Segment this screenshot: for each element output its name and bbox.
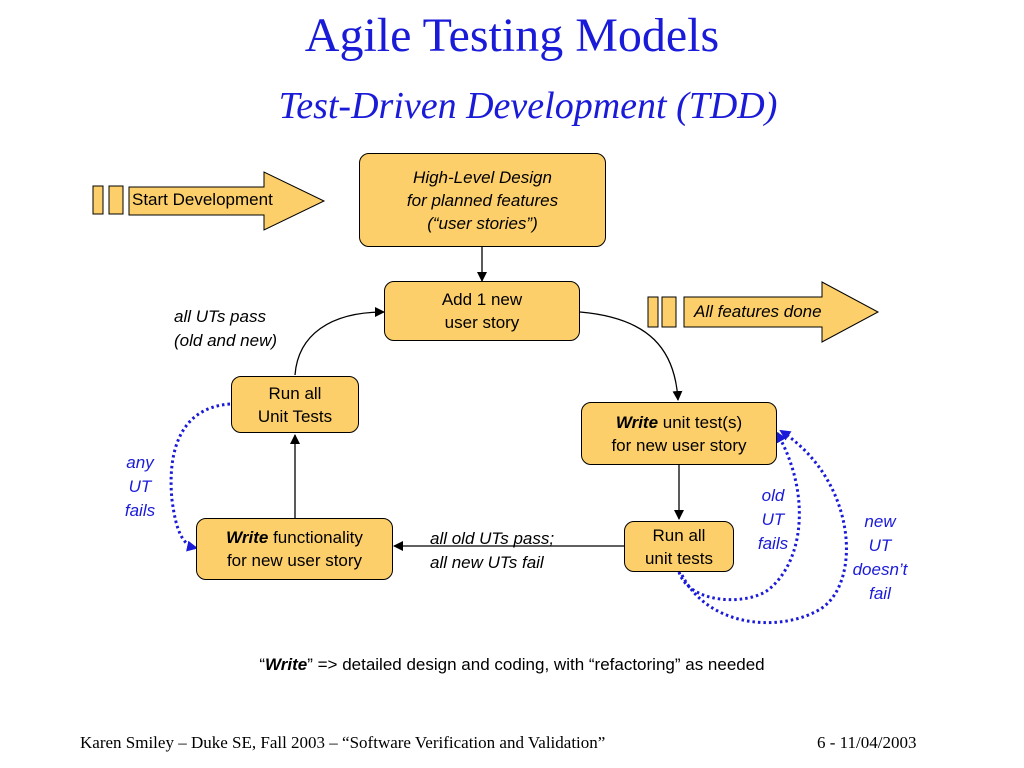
box-write-unit-test: Write unit test(s) for new user story bbox=[581, 402, 777, 465]
old-fail-line-3: fails bbox=[757, 534, 789, 553]
footer-page-date: 6 - 11/04/2003 bbox=[817, 733, 917, 752]
run-right-line-2: unit tests bbox=[644, 548, 714, 568]
old-pass-line-2: all new UTs fail bbox=[430, 553, 544, 572]
box-high-level-design: High-Level Design for planned features (… bbox=[359, 153, 606, 247]
loop-new-no-fail bbox=[680, 429, 848, 625]
add-line-1: Add 1 new bbox=[441, 290, 523, 309]
write-func-bold: Write bbox=[226, 528, 269, 547]
write-test-rest: unit test(s) bbox=[658, 412, 743, 432]
new-fail-line-3: doesn’t bbox=[852, 560, 908, 579]
new-fail-line-1: new bbox=[864, 512, 896, 531]
connector-add-writetest bbox=[579, 311, 683, 401]
all-features-done-label: All features done bbox=[694, 302, 822, 321]
label-any-ut-fails: any UT fails bbox=[112, 451, 168, 523]
add-line-2: user story bbox=[444, 313, 520, 332]
all-pass-line-2: (old and new) bbox=[174, 331, 278, 350]
loop-any-fail bbox=[169, 402, 231, 552]
start-development-arrow bbox=[128, 171, 326, 231]
old-fail-line-1: old bbox=[761, 486, 785, 505]
new-fail-line-4: fail bbox=[869, 584, 891, 603]
old-pass-line-1: all old UTs pass; bbox=[430, 529, 555, 548]
new-fail-line-2: UT bbox=[868, 536, 892, 555]
start-bar-2 bbox=[108, 185, 124, 215]
done-bar-1 bbox=[647, 296, 659, 328]
slide-subtitle: Test-Driven Development (TDD) bbox=[278, 85, 778, 127]
note-open-quote: “ bbox=[259, 655, 266, 674]
hld-line-3: (“user stories”) bbox=[427, 213, 538, 233]
run-left-line-1: Run all bbox=[268, 383, 322, 403]
note-write-bold: Write bbox=[265, 655, 308, 674]
loop-old-fail bbox=[677, 431, 801, 602]
slide-title: Agile Testing Models bbox=[304, 9, 720, 62]
any-fail-line-2: UT bbox=[128, 477, 152, 496]
start-bar-1 bbox=[92, 185, 104, 215]
write-func-line-2: for new user story bbox=[226, 551, 363, 570]
write-test-line-2: for new user story bbox=[611, 435, 747, 455]
all-pass-line-1: all UTs pass bbox=[174, 307, 266, 326]
run-left-line-2: Unit Tests bbox=[257, 406, 333, 426]
write-definition-note: “Write” => detailed design and coding, w… bbox=[0, 655, 1024, 675]
write-func-rest: functionality bbox=[268, 528, 363, 547]
label-new-ut-doesnt-fail: new UT doesn’t fail bbox=[842, 510, 918, 606]
note-rest: ” => detailed design and coding, with “r… bbox=[307, 655, 765, 674]
all-features-done-arrow bbox=[683, 281, 880, 343]
footer-credit: Karen Smiley – Duke SE, Fall 2003 – “Sof… bbox=[80, 733, 606, 752]
any-fail-line-1: any bbox=[126, 453, 154, 472]
old-fail-line-2: UT bbox=[761, 510, 785, 529]
start-development-label: Start Development bbox=[132, 190, 273, 209]
write-test-bold: Write bbox=[615, 412, 659, 432]
label-all-uts-pass: all UTs pass (old and new) bbox=[174, 305, 277, 353]
box-run-all-unit-tests-left: Run all Unit Tests bbox=[231, 376, 359, 433]
run-right-line-1: Run all bbox=[652, 525, 706, 545]
box-run-all-unit-tests-right: Run all unit tests bbox=[624, 521, 734, 572]
label-old-ut-fails: old UT fails bbox=[746, 484, 800, 556]
any-fail-line-3: fails bbox=[124, 501, 156, 520]
hld-line-2: for planned features bbox=[406, 190, 559, 210]
done-bar-2 bbox=[661, 296, 677, 328]
label-old-pass-new-fail: all old UTs pass; all new UTs fail bbox=[430, 527, 554, 575]
hld-line-1: High-Level Design bbox=[413, 167, 552, 187]
connector-runall-add bbox=[294, 307, 385, 376]
box-add-user-story: Add 1 new user story bbox=[384, 281, 580, 341]
box-write-functionality: Write functionality for new user story bbox=[196, 518, 393, 580]
